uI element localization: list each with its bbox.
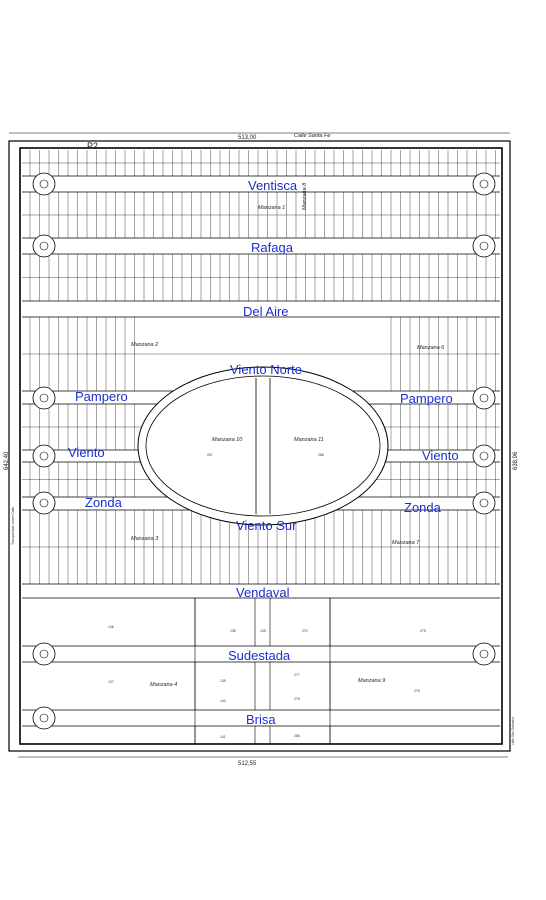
street-viento-right: Viento	[422, 448, 459, 463]
lot-137: 137	[108, 680, 114, 684]
block-label-m2: Manzana 2	[131, 342, 158, 348]
street-zonda-left: Zonda	[85, 495, 123, 510]
lot-275: 275	[420, 629, 426, 633]
central-roundabout	[137, 366, 389, 526]
cul-de-sacs	[32, 172, 496, 730]
bottom-dimension: 512,55	[238, 761, 257, 767]
lot-270: 270	[302, 629, 308, 633]
street-pampero-right: Pampero	[400, 391, 453, 406]
block-label-m11: Manzana 11	[294, 437, 324, 443]
marker-p2: P2	[87, 141, 98, 151]
lot-136: 136	[108, 625, 114, 629]
street-viento-norte: Viento Norte	[230, 362, 302, 377]
street-vendaval: Vendaval	[236, 585, 290, 600]
block-label-m3: Manzana 3	[131, 536, 159, 542]
top-dimension: 513,00	[238, 135, 257, 141]
street-del-aire: Del Aire	[243, 304, 289, 319]
lot-285: 285	[294, 734, 300, 738]
street-pampero-left: Pampero	[75, 389, 128, 404]
top-road-label: Calle Santa Fe	[294, 133, 330, 139]
street-rafaga: Rafaga	[251, 240, 294, 255]
lot-grid	[22, 150, 500, 744]
lot-276: 276	[414, 689, 420, 693]
block-label-m8: Manzana 8	[302, 182, 308, 210]
street-viento-left: Viento	[68, 445, 105, 460]
lot-268: 268	[318, 453, 324, 457]
plan-frame	[8, 132, 511, 758]
street-sudestada: Sudestada	[228, 648, 291, 663]
block-label-m1: Manzana 1	[258, 205, 285, 211]
right-road-label: calle San Salvador	[511, 716, 515, 745]
block-label-m4: Manzana 4	[150, 682, 177, 688]
block-label-m9: Manzana 9	[358, 678, 385, 684]
left-road-label: Trasnportado sobre Calle	[11, 507, 15, 545]
lot-139: 139	[220, 679, 226, 683]
right-dimension: 638,96	[513, 451, 519, 470]
lot-135: 135	[260, 629, 266, 633]
block-label-m6: Manzana 6	[417, 345, 445, 351]
lot-141: 141	[220, 735, 226, 739]
block-label-m10: Manzana 10	[212, 437, 243, 443]
lot-138: 138	[230, 629, 236, 633]
street-zonda-right: Zonda	[404, 500, 442, 515]
street-brisa: Brisa	[246, 712, 276, 727]
left-dimension: 642,40	[4, 451, 10, 470]
lot-267: 267	[207, 453, 213, 457]
lot-278: 278	[294, 697, 300, 701]
lot-277: 277	[294, 673, 300, 677]
lot-140: 140	[220, 699, 226, 703]
street-ventisca: Ventisca	[248, 178, 298, 193]
block-label-m7: Manzana 7	[392, 540, 420, 546]
street-viento-sur: Viento Sur	[236, 518, 297, 533]
